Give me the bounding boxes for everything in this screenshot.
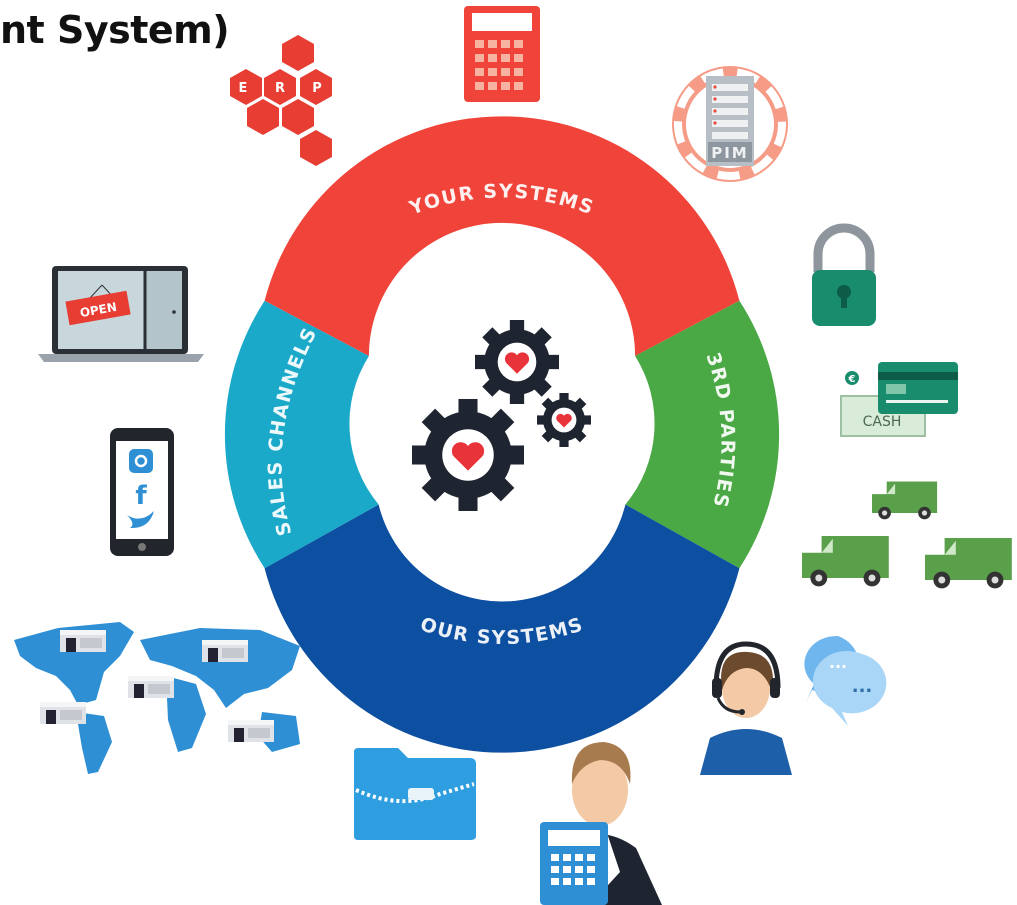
laptop-shop-icon	[38, 266, 204, 362]
currency-symbol: €	[848, 374, 856, 385]
padlock-icon	[812, 223, 876, 326]
calculator-icon	[464, 6, 540, 102]
page-title: nt System)	[0, 8, 230, 52]
gears-icon	[412, 320, 591, 511]
erp-letter-e: E	[239, 81, 248, 96]
phone-social-icon: f	[110, 428, 174, 556]
zip-folder-icon	[354, 748, 476, 840]
pim-server-icon	[672, 66, 788, 182]
your-systems-segment	[264, 116, 740, 356]
payment-icon	[840, 362, 958, 437]
accountant-icon	[540, 742, 662, 905]
chat-dots-front: ...	[852, 676, 873, 697]
pim-label: PIM	[711, 144, 749, 162]
open-sign-label: OPEN	[79, 300, 118, 320]
donut-ring	[224, 116, 780, 753]
cash-label: CASH	[863, 414, 902, 430]
support-agent-icon	[700, 641, 792, 775]
delivery-vans-icon	[802, 481, 1012, 589]
our-systems-segment	[264, 504, 740, 753]
erp-letter-p: P	[312, 81, 322, 96]
world-map-icon	[14, 622, 300, 774]
chat-bubbles-icon	[804, 635, 887, 726]
chat-dots-back: ...	[829, 653, 847, 672]
erp-letter-r: R	[275, 81, 285, 96]
third-parties-segment	[625, 300, 780, 569]
sales-channels-segment	[224, 300, 379, 569]
erp-icon	[230, 35, 332, 166]
svg-text:f: f	[135, 481, 147, 511]
